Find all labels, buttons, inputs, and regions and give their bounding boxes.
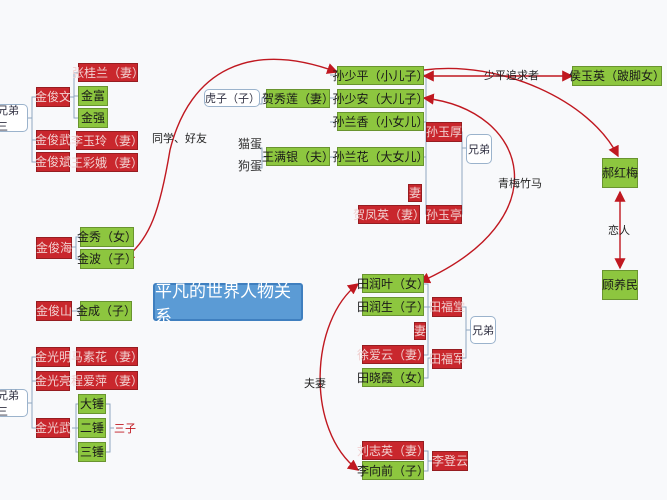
label-huzi: 虎子（子） [204,89,260,107]
node-jin-junhai[interactable]: 金俊海 [36,237,72,259]
node-jin-junbin[interactable]: 金俊斌 [35,152,71,172]
node-cheng-aiping[interactable]: 程爱萍（妻） [71,371,143,390]
node-tian-xiaoxia[interactable]: 田晓霞（女） [357,368,429,387]
label-goudan: 狗蛋 [238,159,263,173]
node-tian-futang[interactable]: 田福堂 [429,297,465,317]
node-jin-junwu[interactable]: 金俊武 [35,130,71,150]
node-jin-junwen[interactable]: 金俊文 [35,87,71,107]
node-jin-cheng[interactable]: 金成（子） [76,301,136,321]
node-sun-yuting[interactable]: 孙玉亭 [426,205,462,224]
label-brothers-jin-top: 兄弟三 [0,104,28,133]
node-he-fengying[interactable]: 贺凤英（妻） [353,205,425,224]
node-jin-junshan[interactable]: 金俊山 [36,301,72,321]
node-jin-guangming[interactable]: 金光明 [35,347,71,367]
node-qi-sun[interactable]: 妻 [408,184,422,202]
node-sun-yuhou[interactable]: 孙玉厚 [426,122,462,142]
bracket-line [72,236,80,260]
bracket-line [28,96,36,163]
node-sun-shaoping[interactable]: 孙少平（小儿子） [333,66,429,85]
node-hao-hongmei[interactable]: 郝红梅 [602,158,638,188]
node-jin-guangwu[interactable]: 金光武 [35,418,71,438]
label-spouses: 夫妻 [304,377,326,390]
node-li-xiangqian[interactable]: 李向前（子） [357,461,429,480]
node-li-yuling[interactable]: 李玉玲（妻） [71,131,143,150]
node-liu-zhiying[interactable]: 刘志英（妻） [357,441,429,460]
bracket-line [28,356,36,429]
node-he-xiulian[interactable]: 贺秀莲（妻） [262,89,334,108]
bracket-line [70,72,78,119]
node-jin-guangliang[interactable]: 金光亮 [35,371,71,391]
bracket-line [424,283,432,379]
bracket-line [462,306,470,359]
label-classmates: 同学、好友 [152,132,207,145]
node-da-chui[interactable]: 大锤 [78,394,106,414]
node-gu-yangmin[interactable]: 顾养民 [602,270,638,300]
node-xu-aiyun[interactable]: 徐爱云（妻） [357,345,429,364]
node-jin-qiang[interactable]: 金强 [78,108,108,128]
label-lovers: 恋人 [608,224,630,237]
node-san-chui[interactable]: 三锤 [78,442,106,462]
label-three-sons: 三子 [114,422,136,435]
label-brothers-jin-bottom: 兄弟三 [0,389,28,418]
arrow-classmate [122,58,339,260]
node-sun-shaoan[interactable]: 孙少安（大儿子） [333,89,429,108]
arrow-childhood [418,93,515,284]
node-tian-fujun[interactable]: 田福军 [429,349,465,369]
node-sun-lanhua[interactable]: 孙兰花（大女儿） [333,147,429,166]
node-li-dengyun[interactable]: 李登云 [432,451,468,471]
node-qi-tian[interactable]: 妻 [414,322,427,340]
node-wang-caie[interactable]: 王彩娥（妻） [71,153,143,172]
node-jin-bo[interactable]: 金波（子） [77,249,137,269]
node-jin-fu[interactable]: 金富 [78,86,108,106]
bracket-line [424,450,432,472]
node-ma-suhua[interactable]: 马素花（妻） [71,347,143,366]
node-zhang-guilan[interactable]: 张桂兰（妻） [72,63,144,82]
bracket-line [106,403,114,453]
bracket-line [456,131,466,215]
label-maodan: 猫蛋 [238,137,263,151]
node-jin-xiu[interactable]: 金秀（女） [77,227,137,247]
node-er-chui[interactable]: 二锤 [78,418,106,438]
diagram-title: 平凡的世界人物关系 [153,282,303,327]
label-childhood-sweethearts: 青梅竹马 [498,177,542,190]
arrow-shaoping-hongmei [423,67,619,158]
arrow-couple [319,283,360,471]
node-sun-lanxiang[interactable]: 孙兰香（小女儿） [333,112,429,131]
node-hou-yuying[interactable]: 侯玉英（跛脚女） [569,66,665,86]
node-wang-manyin[interactable]: 王满银（夫） [262,147,334,166]
label-brothers-sun: 兄弟 [466,134,492,164]
label-brothers-tian: 兄弟 [470,316,496,344]
label-admirer: 少平追求者 [484,69,539,82]
node-tian-runsheng[interactable]: 田润生（子） [357,297,429,316]
node-tian-runye[interactable]: 田润叶（女） [357,274,429,293]
